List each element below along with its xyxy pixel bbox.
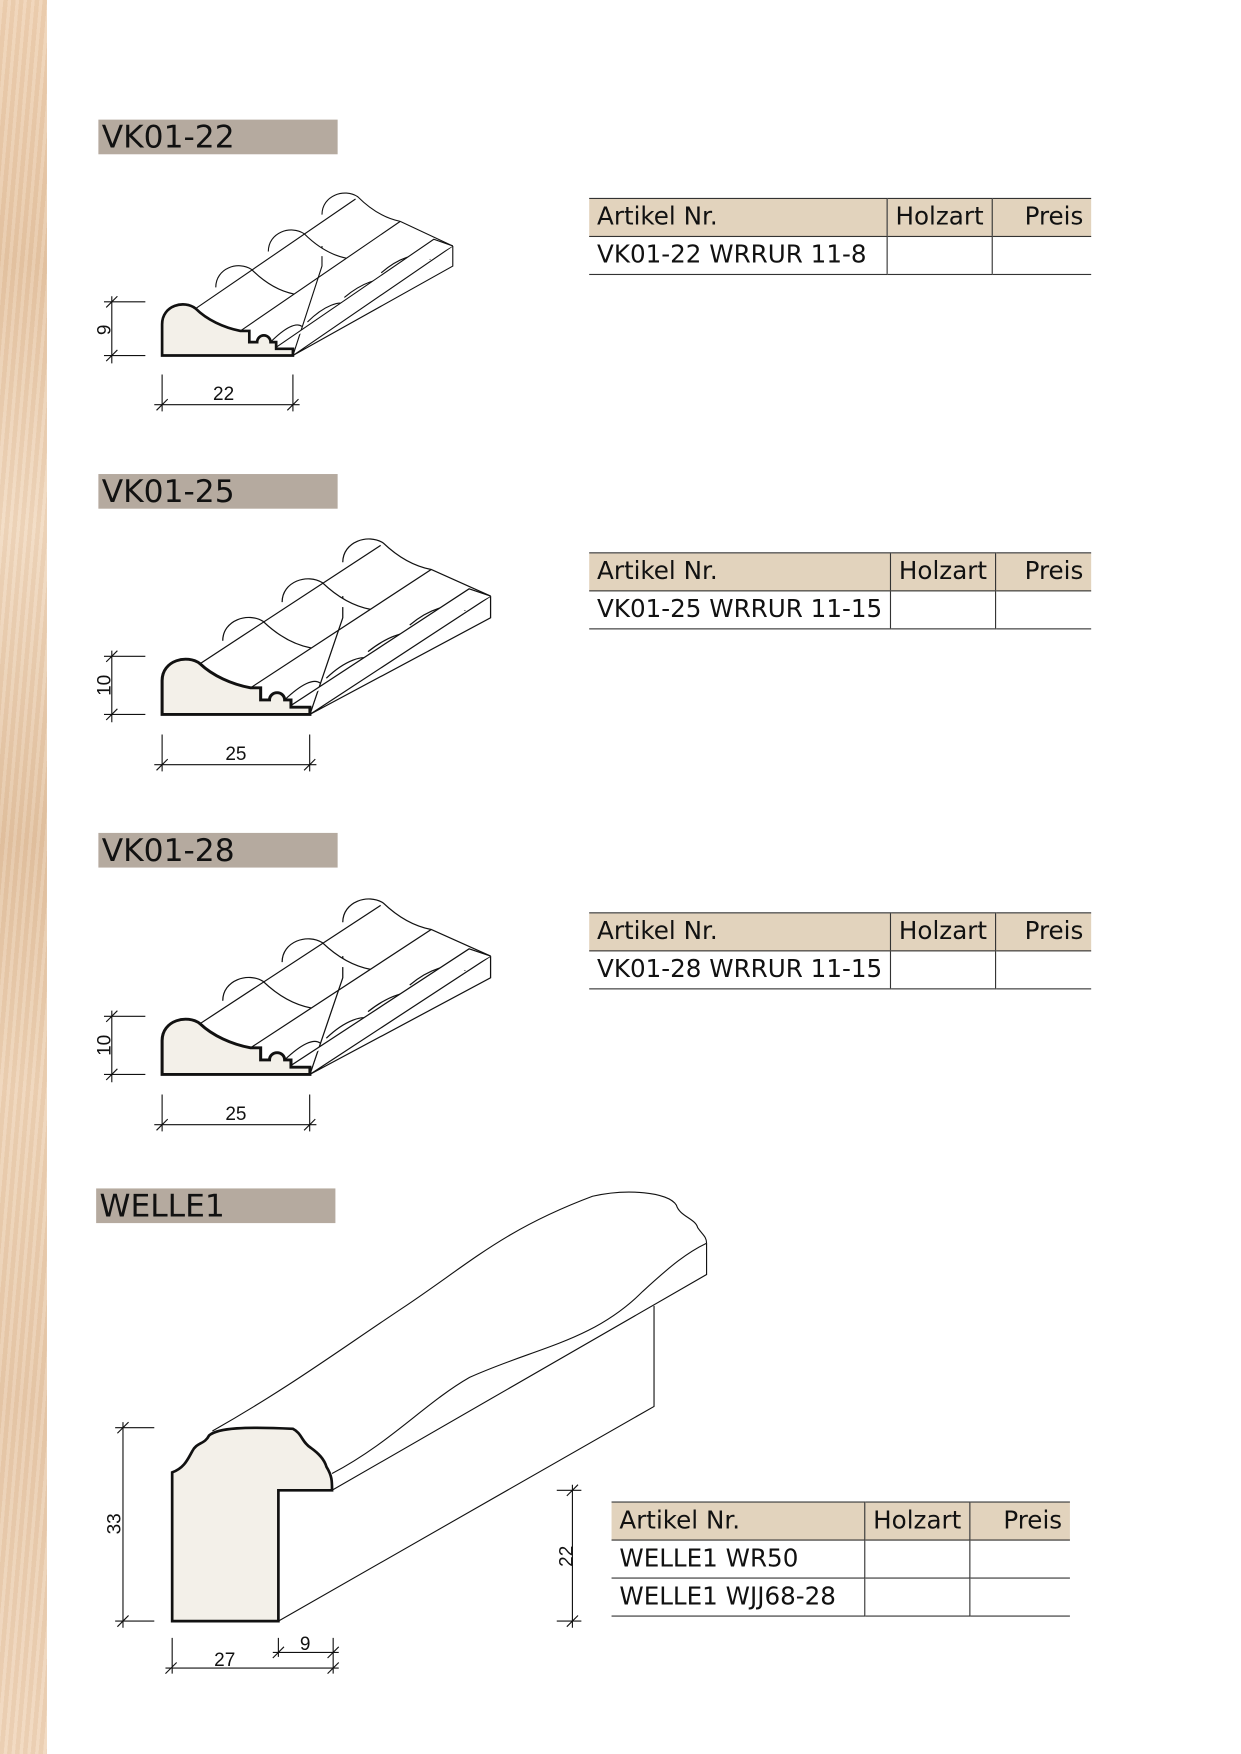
cell-artikel: WELLE1 WJJ68-28 bbox=[611, 1578, 865, 1617]
cell-holzart bbox=[889, 590, 996, 630]
rebate-height-dimension: 22 bbox=[556, 1546, 577, 1567]
header-artikel: Artikel Nr. bbox=[611, 1501, 865, 1541]
table-row: WELLE1 WJJ68-28 bbox=[611, 1578, 1070, 1617]
height-dimension: 10 bbox=[95, 1035, 116, 1056]
section-title-vk01-22: VK01-22 bbox=[98, 119, 338, 154]
cell-preis bbox=[994, 950, 1092, 990]
header-preis: Preis bbox=[994, 552, 1092, 592]
header-preis: Preis bbox=[994, 912, 1092, 952]
cell-holzart bbox=[889, 950, 996, 990]
width-dimension: 25 bbox=[225, 1104, 246, 1125]
header-artikel: Artikel Nr. bbox=[589, 197, 888, 238]
header-preis: Preis bbox=[991, 197, 1092, 238]
cell-artikel: VK01-28 WRRUR 11-15 bbox=[589, 950, 891, 990]
header-holzart: Holzart bbox=[886, 197, 993, 238]
profile-drawing-vk01-28: 10 25 bbox=[95, 897, 493, 1132]
cell-preis bbox=[969, 1578, 1070, 1617]
table-row: VK01-28 WRRUR 11-15 bbox=[589, 950, 1092, 990]
cell-preis bbox=[991, 236, 1092, 276]
section-title-welle1: WELLE1 bbox=[96, 1188, 336, 1224]
section-title-vk01-28: VK01-28 bbox=[98, 832, 338, 868]
table-row: WELLE1 WR50 bbox=[611, 1540, 1070, 1579]
header-preis: Preis bbox=[969, 1501, 1070, 1541]
header-artikel: Artikel Nr. bbox=[589, 552, 891, 592]
header-holzart: Holzart bbox=[889, 552, 996, 592]
rebate-width-dimension: 9 bbox=[300, 1634, 311, 1655]
dimension-lines bbox=[103, 295, 300, 412]
cell-holzart bbox=[864, 1578, 970, 1617]
width-dimension: 25 bbox=[225, 744, 246, 765]
height-dimension: 33 bbox=[105, 1513, 126, 1534]
height-dimension: 10 bbox=[95, 675, 116, 696]
section-title-vk01-25: VK01-25 bbox=[98, 474, 338, 509]
cell-holzart bbox=[886, 236, 993, 276]
cell-holzart bbox=[864, 1540, 970, 1579]
dimension-lines bbox=[115, 1421, 582, 1675]
table-row: VK01-22 WRRUR 11-8 bbox=[589, 236, 1092, 276]
header-holzart: Holzart bbox=[889, 912, 996, 952]
width-dimension: 27 bbox=[214, 1650, 235, 1671]
cell-artikel: WELLE1 WR50 bbox=[611, 1540, 865, 1579]
profile-drawing-vk01-25: 10 25 bbox=[95, 537, 493, 772]
cell-preis bbox=[969, 1540, 1070, 1579]
dimension-lines bbox=[103, 1010, 317, 1132]
table-row: VK01-25 WRRUR 11-15 bbox=[589, 590, 1092, 630]
profile-drawing-vk01-22: 9 22 bbox=[95, 191, 455, 412]
dimension-lines bbox=[103, 650, 317, 772]
cell-artikel: VK01-25 WRRUR 11-15 bbox=[589, 590, 891, 630]
profile-drawing-welle1: 33 27 9 22 bbox=[105, 1191, 708, 1675]
cell-artikel: VK01-22 WRRUR 11-8 bbox=[589, 236, 888, 276]
width-dimension: 22 bbox=[213, 384, 234, 405]
wood-texture-strip bbox=[0, 0, 47, 1754]
height-dimension: 9 bbox=[95, 325, 116, 336]
header-artikel: Artikel Nr. bbox=[589, 912, 891, 952]
header-holzart: Holzart bbox=[864, 1501, 970, 1541]
cell-preis bbox=[994, 590, 1092, 630]
